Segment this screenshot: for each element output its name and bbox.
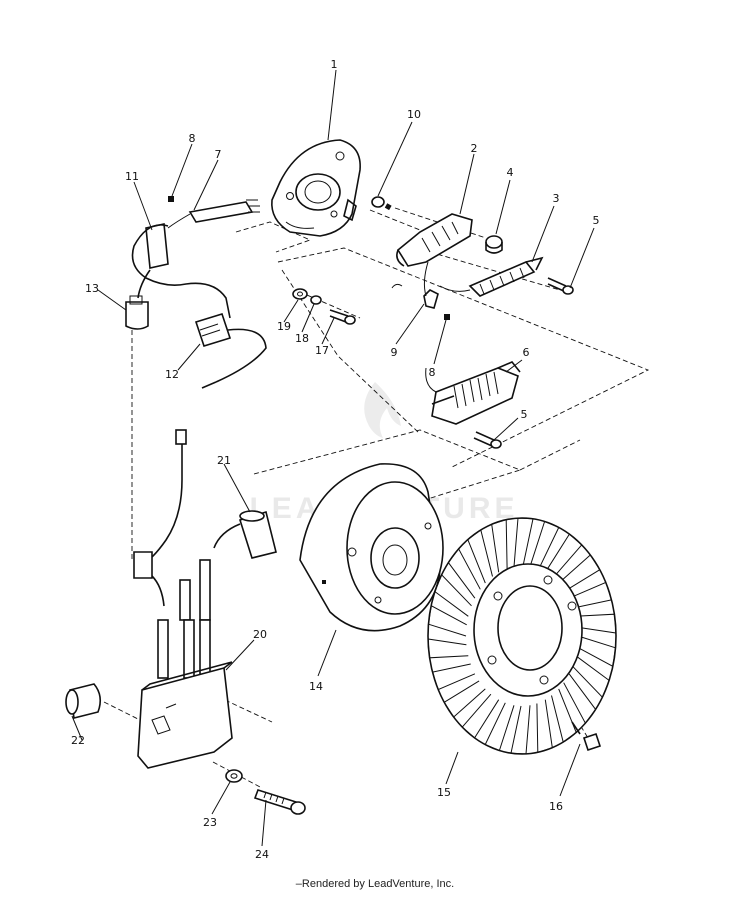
bolt-part-17 — [329, 309, 356, 325]
callout-23: 23 — [203, 816, 217, 829]
fan-blade — [467, 529, 493, 584]
callout-5-upper: 5 — [593, 214, 600, 227]
fan-blade — [427, 638, 469, 659]
callout-13: 13 — [85, 282, 99, 295]
callout-4: 4 — [507, 166, 514, 179]
fan-blade — [484, 702, 515, 752]
fan-blade — [572, 655, 610, 699]
fan-blade — [510, 705, 531, 755]
callout-9: 9 — [391, 346, 398, 359]
fan-blade — [529, 520, 560, 570]
callout-22: 22 — [71, 734, 85, 747]
fan-blade — [563, 673, 597, 725]
fan-blade — [568, 581, 613, 609]
washer-part-23 — [225, 769, 243, 783]
fan-blade — [443, 680, 486, 718]
clamp-part-9 — [391, 283, 439, 309]
fan-blade — [427, 604, 467, 637]
bolt-part-24 — [253, 789, 306, 815]
screw-part-8-lower — [444, 314, 450, 320]
connector-part-7 — [188, 199, 260, 223]
stator-plate — [271, 139, 361, 237]
ignition-lead — [133, 429, 187, 607]
callout-2: 2 — [471, 142, 478, 155]
lighting-coil — [425, 361, 521, 425]
fan-blade — [577, 635, 617, 668]
fan-blade — [447, 547, 481, 599]
screw-part-8-upper — [168, 196, 174, 202]
callout-20: 20 — [253, 628, 267, 641]
fan-blade — [491, 519, 508, 573]
callout-15: 15 — [437, 786, 451, 799]
callout-21: 21 — [217, 454, 231, 467]
bolt-lower — [473, 431, 502, 449]
fan-blade — [434, 573, 472, 617]
callout-14: 14 — [309, 680, 323, 693]
rectifier-part-12 — [194, 313, 267, 389]
callout-12: 12 — [165, 368, 179, 381]
bolt-upper — [547, 277, 574, 295]
footer-credit: –Rendered by LeadVenture, Inc. — [295, 878, 455, 890]
wire-harness — [131, 213, 231, 319]
callout-8-upper: 8 — [189, 132, 196, 145]
callout-18: 18 — [295, 332, 309, 345]
spacer — [485, 235, 503, 254]
fan-blade — [544, 533, 583, 579]
charge-coil — [396, 213, 473, 297]
fan-blade — [575, 613, 617, 634]
callout-5-lower: 5 — [521, 408, 528, 421]
footer-text: Rendered by LeadVenture, Inc. — [301, 878, 455, 890]
callout-19: 19 — [277, 320, 291, 333]
fan-blade — [431, 663, 476, 691]
spark-plug-cap — [213, 510, 277, 559]
callout-10: 10 — [407, 108, 421, 121]
cooling-fan — [427, 517, 617, 755]
callout-17: 17 — [315, 344, 329, 357]
callout-11: 11 — [125, 170, 139, 183]
washer-part-19 — [292, 288, 308, 300]
screw-part-10 — [371, 196, 392, 211]
lockwasher-part-18 — [310, 295, 322, 305]
callout-8-lower: 8 — [429, 366, 436, 379]
callouts: 1 2 3 4 5 5 6 7 8 8 9 10 11 12 13 14 15 … — [71, 58, 600, 861]
callout-7: 7 — [215, 148, 222, 161]
rubber-bushing — [65, 683, 102, 719]
flywheel-rotor — [299, 463, 444, 632]
callout-16: 16 — [549, 800, 563, 813]
fan-blade — [551, 688, 577, 743]
callout-1: 1 — [331, 58, 338, 71]
fan-blade — [513, 517, 534, 567]
cdi-unit — [137, 559, 233, 769]
fan-blade — [536, 699, 553, 753]
callout-24: 24 — [255, 848, 269, 861]
fan-blade — [461, 693, 500, 739]
fan-bolt — [571, 721, 602, 752]
fan-blade — [558, 554, 601, 592]
callout-3: 3 — [553, 192, 560, 205]
callout-6: 6 — [523, 346, 530, 359]
pulser-coil — [439, 256, 544, 297]
leader-lines — [71, 69, 595, 847]
connector-cap-part-13 — [125, 295, 149, 330]
